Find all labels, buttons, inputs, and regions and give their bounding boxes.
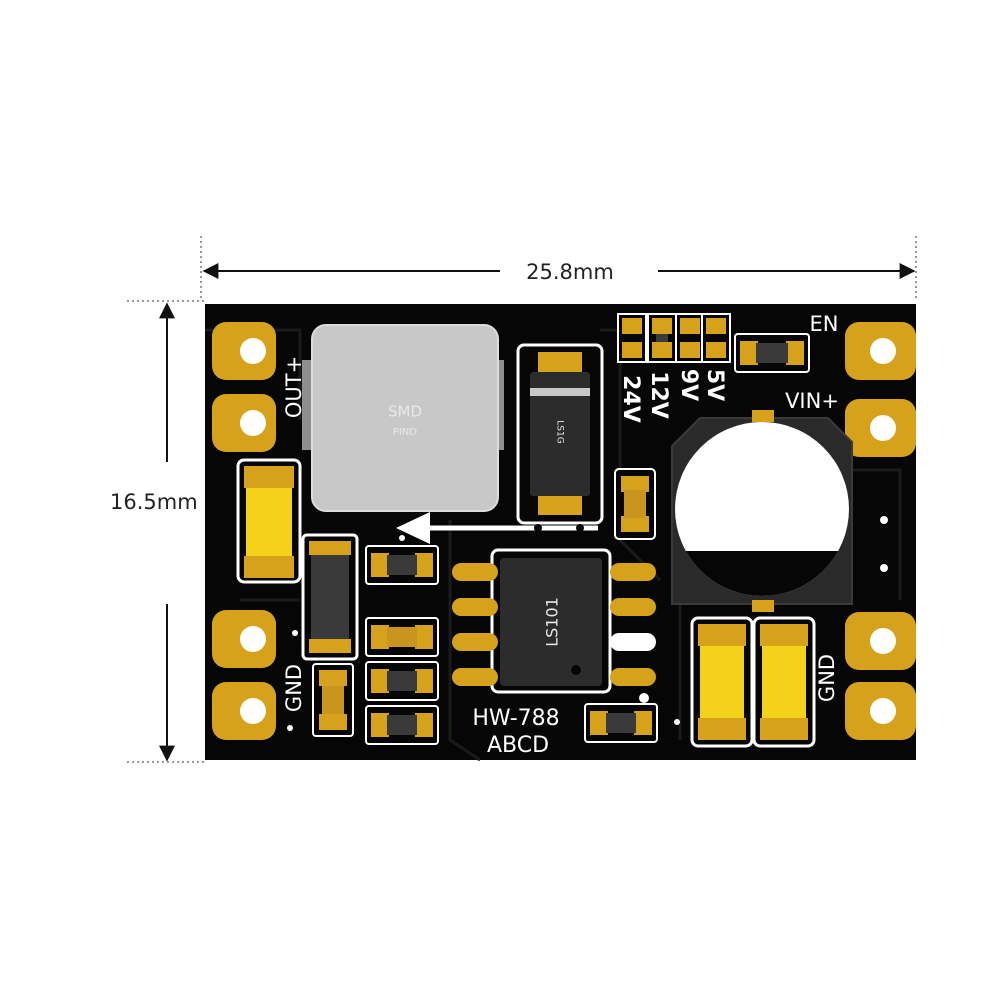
voltage-labels: 5V 9V 12V 24V — [618, 369, 727, 423]
pad-en — [845, 322, 916, 380]
smd-capacitor-small-2 — [312, 663, 354, 737]
electrolytic-capacitor — [671, 410, 853, 612]
smd-resistor-1 — [365, 545, 439, 585]
pad-gnd-right-1 — [845, 612, 916, 670]
width-label: 25.8mm — [526, 260, 614, 284]
voltage-label-24v: 24V — [618, 375, 643, 423]
silk-dot — [399, 535, 405, 541]
silk-dot — [674, 719, 680, 725]
height-label: 16.5mm — [110, 490, 198, 514]
smd-capacitor-small-1 — [365, 617, 439, 657]
board-variant-label: ABCD — [487, 733, 549, 758]
pad-out-plus-2 — [212, 394, 276, 452]
jumper-2 — [647, 313, 677, 363]
board-model-label: HW-788 — [472, 706, 559, 731]
solder-pads — [212, 322, 916, 740]
silk-dot — [292, 630, 298, 636]
pad-gnd-right-2 — [845, 682, 916, 740]
diode-marking: LS1G — [555, 420, 565, 443]
ceramic-capacitor-right-1 — [690, 616, 754, 748]
label-vin-plus: VIN+ — [785, 389, 839, 413]
smd-resistor-4 — [584, 693, 658, 743]
small-capacitor-vertical — [614, 468, 656, 540]
pad-vin-plus — [845, 399, 916, 457]
voltage-label-12v: 12V — [646, 371, 671, 419]
power-resistor-left — [301, 533, 359, 661]
jumper-1 — [617, 313, 647, 363]
pad-gnd-left-2 — [212, 682, 276, 740]
voltage-label-9v: 9V — [676, 369, 701, 401]
label-en: EN — [810, 312, 839, 336]
jumper-3 — [675, 313, 705, 363]
label-gnd-right: GND — [815, 654, 839, 702]
via-dot — [880, 564, 888, 572]
ceramic-capacitor-left — [236, 458, 302, 584]
width-dimension: 25.8mm — [200, 236, 917, 300]
ic-marking: LS101 — [543, 597, 562, 647]
label-gnd-left: GND — [282, 664, 306, 712]
smd-inductor: SMD PIND — [302, 324, 504, 512]
ic-chip: LS101 — [452, 548, 656, 694]
height-dimension: 16.5mm — [110, 300, 205, 763]
smd-resistor-3 — [365, 705, 439, 745]
smd-diode: LS1G — [516, 343, 604, 525]
pad-gnd-left-1 — [212, 610, 276, 668]
voltage-jumpers — [617, 313, 731, 363]
smd-resistor-2 — [365, 661, 439, 701]
inductor-sublabel: PIND — [393, 427, 417, 438]
jumper-4 — [701, 313, 731, 363]
pad-out-plus-1 — [212, 322, 276, 380]
silk-arrow — [396, 512, 598, 544]
inductor-label: SMD — [388, 403, 422, 421]
en-resistor — [734, 333, 810, 373]
silk-dot — [287, 725, 293, 731]
via-dot — [880, 516, 888, 524]
ceramic-capacitor-right-2 — [752, 616, 816, 748]
voltage-label-5v: 5V — [702, 369, 727, 401]
